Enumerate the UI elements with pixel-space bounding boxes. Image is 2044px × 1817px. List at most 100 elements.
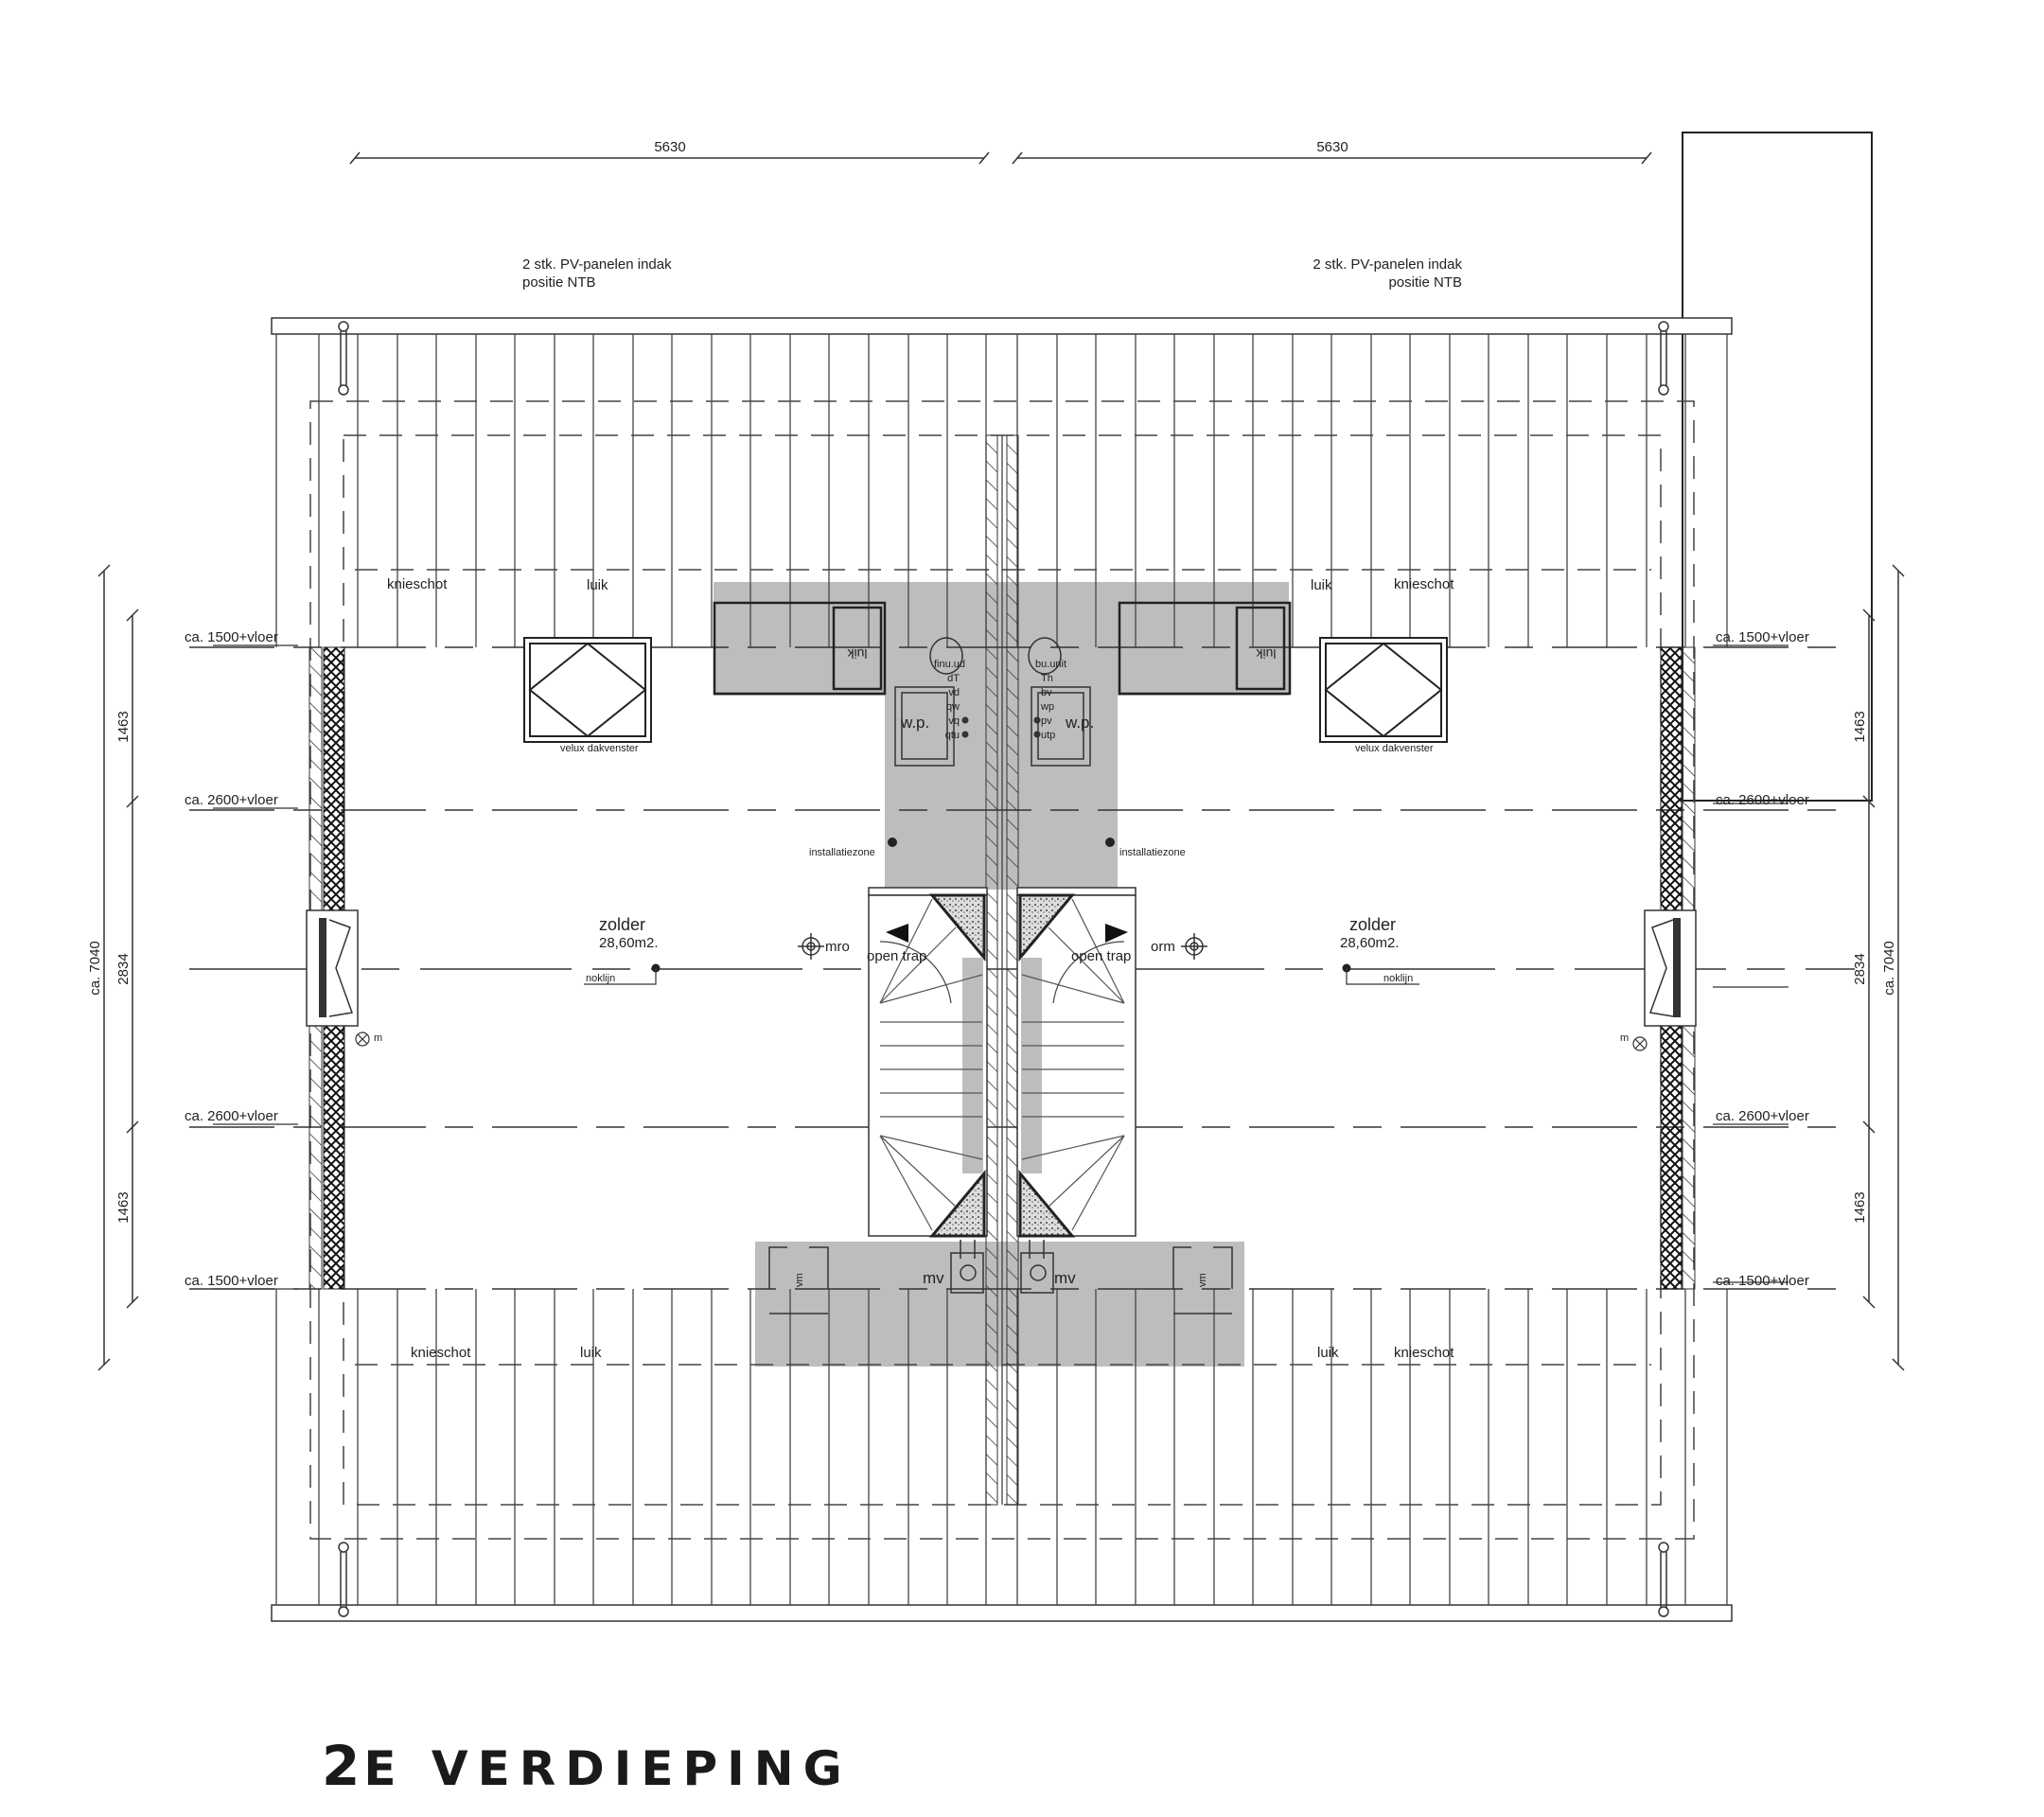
svg-text:utp: utp bbox=[1041, 730, 1055, 741]
ridge-label-right: noklijn bbox=[1383, 973, 1413, 984]
heat-pump-connections-left: finu.ud dT vd qw vq qtu bbox=[934, 659, 969, 741]
heat-pump-connections-right: bu.unit Th bv wp pv utp bbox=[1033, 659, 1066, 741]
svg-text:vd: vd bbox=[948, 687, 960, 698]
height-marker-left-1: ca. 1500+vloer bbox=[185, 629, 278, 645]
drawing-title-text: E VERDIEPING bbox=[363, 1741, 852, 1796]
smoke-detector-right-icon bbox=[1181, 933, 1207, 960]
stair-label-right: open trap bbox=[1071, 948, 1131, 964]
knee-wall-label-bottom-left: knieschot bbox=[411, 1345, 471, 1361]
velux-label-right: velux dakvenster bbox=[1355, 743, 1434, 754]
installation-zone-top bbox=[714, 582, 1289, 890]
side-dimension-left-seg3: 1463 bbox=[115, 1191, 132, 1223]
side-dimension-left-seg2: 2834 bbox=[115, 953, 132, 984]
hatch-label-top-right: luik bbox=[1311, 577, 1332, 593]
top-dimension-right-label: 5630 bbox=[1316, 139, 1348, 155]
height-marker-right-3: ca. 2600+vloer bbox=[1716, 1108, 1809, 1124]
downpipe-icons bbox=[338, 321, 1669, 1617]
heat-pump-label-left: w.p. bbox=[900, 714, 929, 732]
top-dimension-left bbox=[349, 151, 990, 165]
adjacent-outline bbox=[1682, 132, 1873, 802]
installation-zone-bottom bbox=[755, 1242, 1244, 1367]
hatch-label-left: luik bbox=[847, 646, 868, 662]
side-wall-right bbox=[1644, 646, 1697, 1290]
party-wall bbox=[985, 434, 1019, 1506]
storage-hatch-right bbox=[1118, 601, 1292, 696]
svg-text:qtu: qtu bbox=[945, 730, 960, 741]
side-dimension-left bbox=[97, 564, 139, 1371]
top-dimension-left-label: 5630 bbox=[654, 139, 685, 155]
svg-text:Th: Th bbox=[1041, 673, 1053, 684]
ventilation-unit-right bbox=[1020, 1240, 1054, 1294]
ventilation-label-left: mv bbox=[923, 1269, 944, 1287]
side-dimension-left-overall: ca. 7040 bbox=[87, 941, 103, 996]
installation-zone-label-right: installatiezone bbox=[1119, 847, 1186, 858]
ventilation-unit-left bbox=[950, 1240, 984, 1294]
height-markers-right bbox=[1713, 644, 1788, 1283]
height-marker-right-4: ca. 1500+vloer bbox=[1716, 1273, 1809, 1289]
knee-wall-label-top-left: knieschot bbox=[387, 576, 448, 592]
velux-window-left bbox=[523, 637, 652, 743]
svg-text:finu.ud: finu.ud bbox=[934, 659, 965, 670]
installation-zone-marker-left bbox=[888, 838, 897, 847]
height-marker-right-2: ca. 2600+vloer bbox=[1716, 792, 1809, 808]
installation-zone-marker-right bbox=[1105, 838, 1115, 847]
roof-edge-top bbox=[271, 317, 1733, 335]
height-marker-left-3: ca. 2600+vloer bbox=[185, 1108, 278, 1124]
installation-zone-label-left: installatiezone bbox=[809, 847, 875, 858]
pv-note-left-line1: 2 stk. PV-panelen indak bbox=[522, 256, 672, 273]
smoke-detector-label-left: mro bbox=[825, 939, 850, 955]
heat-pump-left bbox=[894, 637, 963, 767]
ventilation-label-right: mv bbox=[1054, 1269, 1076, 1287]
side-dimension-right-seg1: 1463 bbox=[1852, 711, 1868, 742]
stair-left bbox=[868, 887, 988, 1238]
ridge-label-left: noklijn bbox=[586, 973, 615, 984]
knee-wall-label-bottom-right: knieschot bbox=[1394, 1345, 1454, 1361]
heat-pump-label-right: w.p. bbox=[1065, 714, 1094, 732]
top-dimension-right bbox=[1012, 151, 1652, 165]
roof-edge-bottom bbox=[271, 1604, 1733, 1622]
pv-note-right-line1: 2 stk. PV-panelen indak bbox=[1313, 256, 1462, 273]
pv-note-left-line2: positie NTB bbox=[522, 274, 596, 291]
hatch-label-right: luik bbox=[1256, 646, 1277, 662]
height-marker-left-4: ca. 1500+vloer bbox=[185, 1273, 278, 1289]
stair-right bbox=[1016, 887, 1137, 1238]
svg-text:dT: dT bbox=[947, 673, 960, 684]
knee-wall-label-top-right: knieschot bbox=[1394, 576, 1454, 592]
drawing-title-number: 2 bbox=[322, 1734, 364, 1798]
vm-box-left bbox=[768, 1246, 829, 1314]
vm-box-right bbox=[1172, 1246, 1233, 1314]
svg-text:pv: pv bbox=[1041, 715, 1052, 727]
svg-text:qw: qw bbox=[946, 701, 960, 713]
room-name-right: zolder bbox=[1349, 915, 1396, 934]
svg-text:bv: bv bbox=[1041, 687, 1052, 698]
hatch-label-bottom-left: luik bbox=[580, 1345, 602, 1361]
svg-text:wp: wp bbox=[1040, 701, 1054, 713]
storage-hatch-left bbox=[713, 601, 887, 696]
velux-label-left: velux dakvenster bbox=[560, 743, 639, 754]
hatch-label-top-left: luik bbox=[587, 577, 608, 593]
side-dimension-right-overall: ca. 7040 bbox=[1881, 941, 1897, 996]
side-wall-left bbox=[306, 646, 359, 1290]
room-name-left: zolder bbox=[599, 915, 645, 934]
height-markers-left bbox=[213, 644, 298, 1290]
side-dimension-left-seg1: 1463 bbox=[115, 711, 132, 742]
vm-label-left: vm bbox=[794, 1273, 805, 1287]
outlet-left-icon bbox=[355, 1032, 370, 1047]
smoke-detector-left-icon bbox=[798, 933, 824, 960]
drawing-title: 2E VERDIEPING bbox=[322, 1734, 852, 1798]
outlet-label-right: m bbox=[1620, 1032, 1629, 1044]
rafters-top bbox=[275, 334, 1728, 647]
pv-note-right-line2: positie NTB bbox=[1388, 274, 1462, 291]
heat-pump-right bbox=[1028, 637, 1091, 767]
height-marker-right-1: ca. 1500+vloer bbox=[1716, 629, 1809, 645]
room-area-left: 28,60m2. bbox=[599, 935, 659, 951]
vm-label-right: vm bbox=[1197, 1273, 1208, 1287]
outlet-right-icon bbox=[1632, 1036, 1648, 1051]
hatch-label-bottom-right: luik bbox=[1317, 1345, 1339, 1361]
svg-text:vq: vq bbox=[948, 715, 960, 727]
height-marker-left-2: ca. 2600+vloer bbox=[185, 792, 278, 808]
side-dimension-right bbox=[1862, 564, 1905, 1371]
side-dimension-right-seg3: 1463 bbox=[1852, 1191, 1868, 1223]
stair-label-left: open trap bbox=[867, 948, 926, 964]
